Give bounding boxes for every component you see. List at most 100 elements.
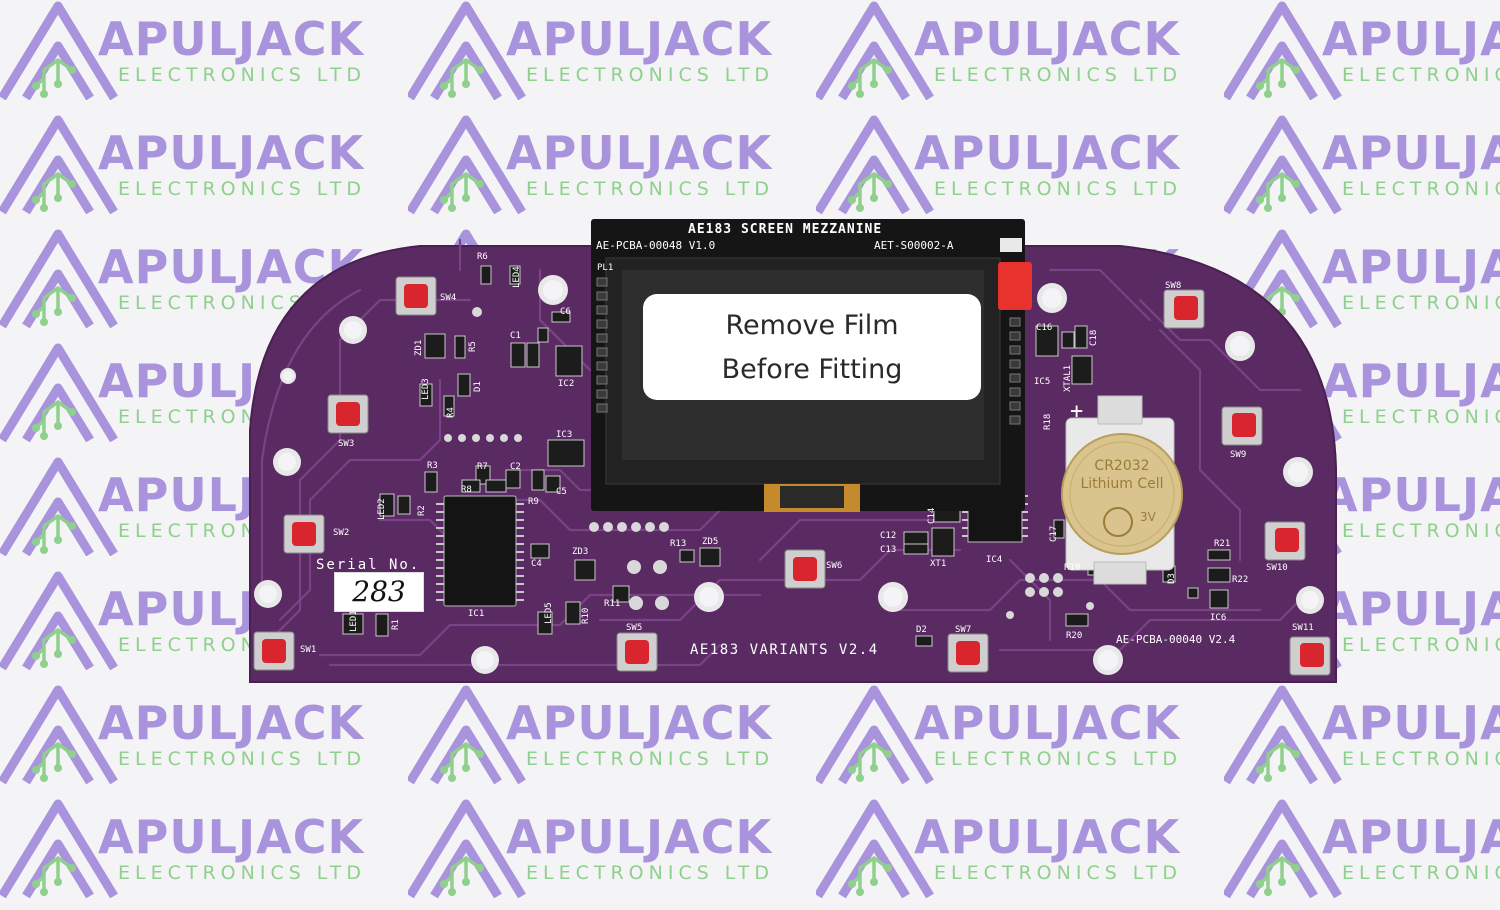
label-c16: C16 — [1036, 323, 1052, 333]
watermark-brand: APULJACK — [1322, 468, 1500, 522]
watermark-brand: APULJACK — [1322, 696, 1500, 750]
label-r22: R22 — [1232, 575, 1248, 585]
label-led3: LED3 — [421, 378, 431, 400]
watermark-brand: APULJACK — [506, 126, 773, 180]
pl1-label: PL1 — [597, 263, 613, 273]
watermark-brand: APULJACK — [506, 696, 773, 750]
watermark-subtitle: ELECTRONICS LTD — [934, 178, 1183, 200]
watermark-brand: APULJACK — [1322, 810, 1500, 864]
label-d2: D2 — [916, 625, 927, 635]
protective-film-label[interactable]: Remove Film Before Fitting — [643, 294, 981, 400]
label-c12: C12 — [880, 531, 896, 541]
label-ic3: IC3 — [556, 430, 572, 440]
apuljack-logo-icon — [0, 115, 118, 214]
apuljack-logo-icon — [408, 115, 526, 214]
watermark-brand: APULJACK — [914, 12, 1181, 66]
label-sw6: SW6 — [826, 561, 842, 571]
label-r21: R21 — [1214, 539, 1230, 549]
label-ic2: IC2 — [558, 379, 574, 389]
apuljack-logo-icon — [816, 685, 934, 784]
watermark-subtitle: ELECTRONICS LTD — [934, 748, 1183, 770]
apuljack-logo-icon — [0, 685, 118, 784]
apuljack-logo-icon — [408, 685, 526, 784]
header-pads — [444, 307, 1094, 619]
watermark-subtitle: ELECTRONICS LTD — [1342, 178, 1500, 200]
label-r4: R4 — [446, 407, 456, 418]
label-r9: R9 — [528, 497, 539, 507]
apuljack-logo-icon — [408, 1, 526, 100]
film-label-line-1: Remove Film — [725, 310, 899, 341]
label-zd1: ZD1 — [414, 340, 424, 356]
label-sw2: SW2 — [333, 528, 349, 538]
pull-tab — [998, 262, 1032, 310]
coin-cell-chemistry: Lithium Cell — [1080, 476, 1164, 492]
label-zd5: ZD5 — [702, 537, 718, 547]
label-r20: R20 — [1066, 631, 1082, 641]
watermark-subtitle: ELECTRONICS LTD — [118, 862, 367, 884]
label-r8: R8 — [461, 485, 472, 495]
switch-sw8 — [1163, 289, 1205, 329]
watermark-brand: APULJACK — [506, 810, 773, 864]
label-d3: D3 — [1167, 573, 1177, 584]
serial-number-sticker: 283 — [334, 572, 424, 612]
label-ic5: IC5 — [1034, 377, 1050, 387]
apuljack-logo-icon — [816, 115, 934, 214]
switch-sw5 — [616, 632, 658, 672]
coin-cell-holder — [1061, 395, 1183, 585]
watermark-brand: APULJACK — [98, 696, 365, 750]
switch-sw6 — [784, 549, 826, 589]
label-led5: LED5 — [544, 602, 554, 624]
apuljack-logo-icon — [0, 229, 118, 328]
label-d1: D1 — [473, 381, 483, 392]
label-led4: LED4 — [512, 266, 522, 288]
switch-sw10 — [1264, 521, 1306, 561]
smd-components — [342, 265, 1231, 647]
label-r1: R1 — [391, 619, 401, 630]
watermark-subtitle: ELECTRONICS LTD — [1342, 406, 1500, 428]
apuljack-logo-icon — [816, 799, 934, 898]
label-sw11: SW11 — [1292, 623, 1314, 633]
label-r7: R7 — [477, 462, 488, 472]
apuljack-logo-icon — [0, 457, 118, 556]
label-c2: C2 — [510, 462, 521, 472]
label-c14: C14 — [927, 508, 937, 524]
watermark-brand: APULJACK — [914, 126, 1181, 180]
watermark-subtitle: ELECTRONICS LTD — [1342, 292, 1500, 314]
watermark-brand: APULJACK — [98, 12, 365, 66]
label-c5: C5 — [556, 487, 567, 497]
watermark-brand: APULJACK — [98, 126, 365, 180]
label-sw1: SW1 — [300, 645, 316, 655]
coin-cell — [1061, 433, 1183, 555]
watermark-subtitle: ELECTRONICS LTD — [526, 862, 775, 884]
board-variant-label: AE183 VARIANTS V2.4 — [690, 642, 879, 658]
watermark-brand: APULJACK — [1322, 12, 1500, 66]
film-label-line-2: Before Fitting — [721, 354, 903, 385]
label-c13: C13 — [880, 545, 896, 555]
mezzanine-asset-tag: AET-S00002-A — [874, 239, 954, 252]
label-c6: C6 — [560, 307, 571, 317]
battery-plus-label: + — [1070, 399, 1083, 424]
label-ic1: IC1 — [468, 609, 484, 619]
watermark-brand: APULJACK — [914, 810, 1181, 864]
watermark-brand: APULJACK — [1322, 126, 1500, 180]
watermark-subtitle: ELECTRONICS LTD — [526, 178, 775, 200]
label-zd3: ZD3 — [572, 547, 588, 557]
watermark-subtitle: ELECTRONICS LTD — [1342, 64, 1500, 86]
apuljack-logo-icon — [0, 1, 118, 100]
mounting-holes — [254, 275, 1324, 675]
label-sw5: SW5 — [626, 623, 642, 633]
watermark-brand: APULJACK — [506, 12, 773, 66]
serial-label: Serial No. — [316, 557, 420, 573]
watermark-subtitle: ELECTRONICS LTD — [526, 64, 775, 86]
mezzanine-title: AE183 SCREEN MEZZANINE — [688, 222, 883, 237]
push-switches — [253, 276, 1331, 676]
